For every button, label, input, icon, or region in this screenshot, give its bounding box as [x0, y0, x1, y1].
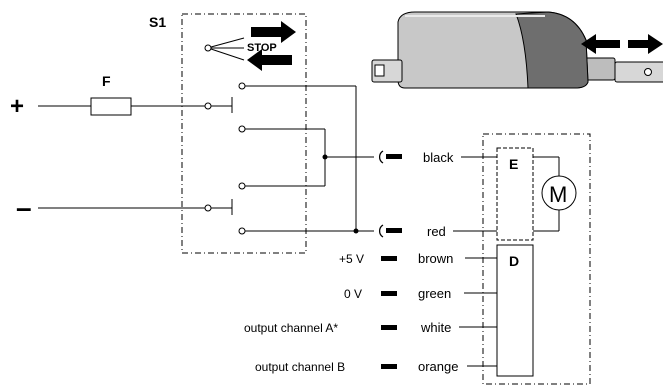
plus-label: +: [10, 93, 24, 120]
right-arrow-icon: [251, 21, 296, 43]
driver-label: D: [509, 253, 519, 269]
plug-brown: [381, 256, 397, 261]
signal-channel-b: output channel B: [255, 360, 345, 374]
input-contact-plus: [204, 102, 212, 110]
input-contact-minus: [204, 204, 212, 212]
plug-orange: [381, 364, 397, 369]
stop-label: STOP: [247, 42, 277, 54]
wire-label-white: white: [420, 320, 451, 335]
connector-black-socket: [379, 150, 384, 164]
selector-line-1: [210, 37, 245, 48]
selector-contact: [204, 44, 212, 52]
plug-green: [381, 291, 397, 296]
switch-box: [181, 13, 307, 254]
wire-label-brown: brown: [418, 251, 453, 266]
encoder-box: [496, 147, 534, 241]
right-motion-arrow-icon: [628, 34, 663, 54]
signal-channel-a: output channel A*: [244, 321, 338, 335]
wire-label-green: green: [418, 286, 451, 301]
linear-actuator-illustration: [371, 11, 663, 89]
plug-white: [381, 325, 397, 330]
selector-line-3: [210, 48, 245, 61]
fuse-label: F: [102, 73, 111, 89]
signal-5v: +5 V: [339, 252, 364, 266]
signal-0v: 0 V: [344, 287, 362, 301]
wire-label-orange: orange: [418, 359, 458, 374]
encoder-label: E: [509, 156, 518, 172]
junction-black: [322, 154, 328, 160]
wire-label-red: red: [427, 224, 446, 239]
left-arrow-icon: [247, 49, 292, 71]
contact-2: [238, 125, 246, 133]
driver-box: [496, 244, 534, 377]
actuator-box: [482, 133, 591, 385]
motor-label: M: [549, 182, 567, 207]
connector-red-socket: [379, 224, 384, 238]
contact-1: [238, 82, 246, 90]
connector-red-plug: [386, 228, 402, 233]
contact-4: [238, 227, 246, 235]
wire-label-black: black: [423, 150, 454, 165]
minus-label: –: [16, 192, 32, 223]
switch-label: S1: [149, 14, 166, 30]
contact-3: [238, 182, 246, 190]
left-motion-arrow-icon: [581, 34, 620, 54]
fuse-symbol: [90, 97, 132, 116]
connector-black-plug: [386, 154, 402, 159]
junction-red: [353, 228, 359, 234]
